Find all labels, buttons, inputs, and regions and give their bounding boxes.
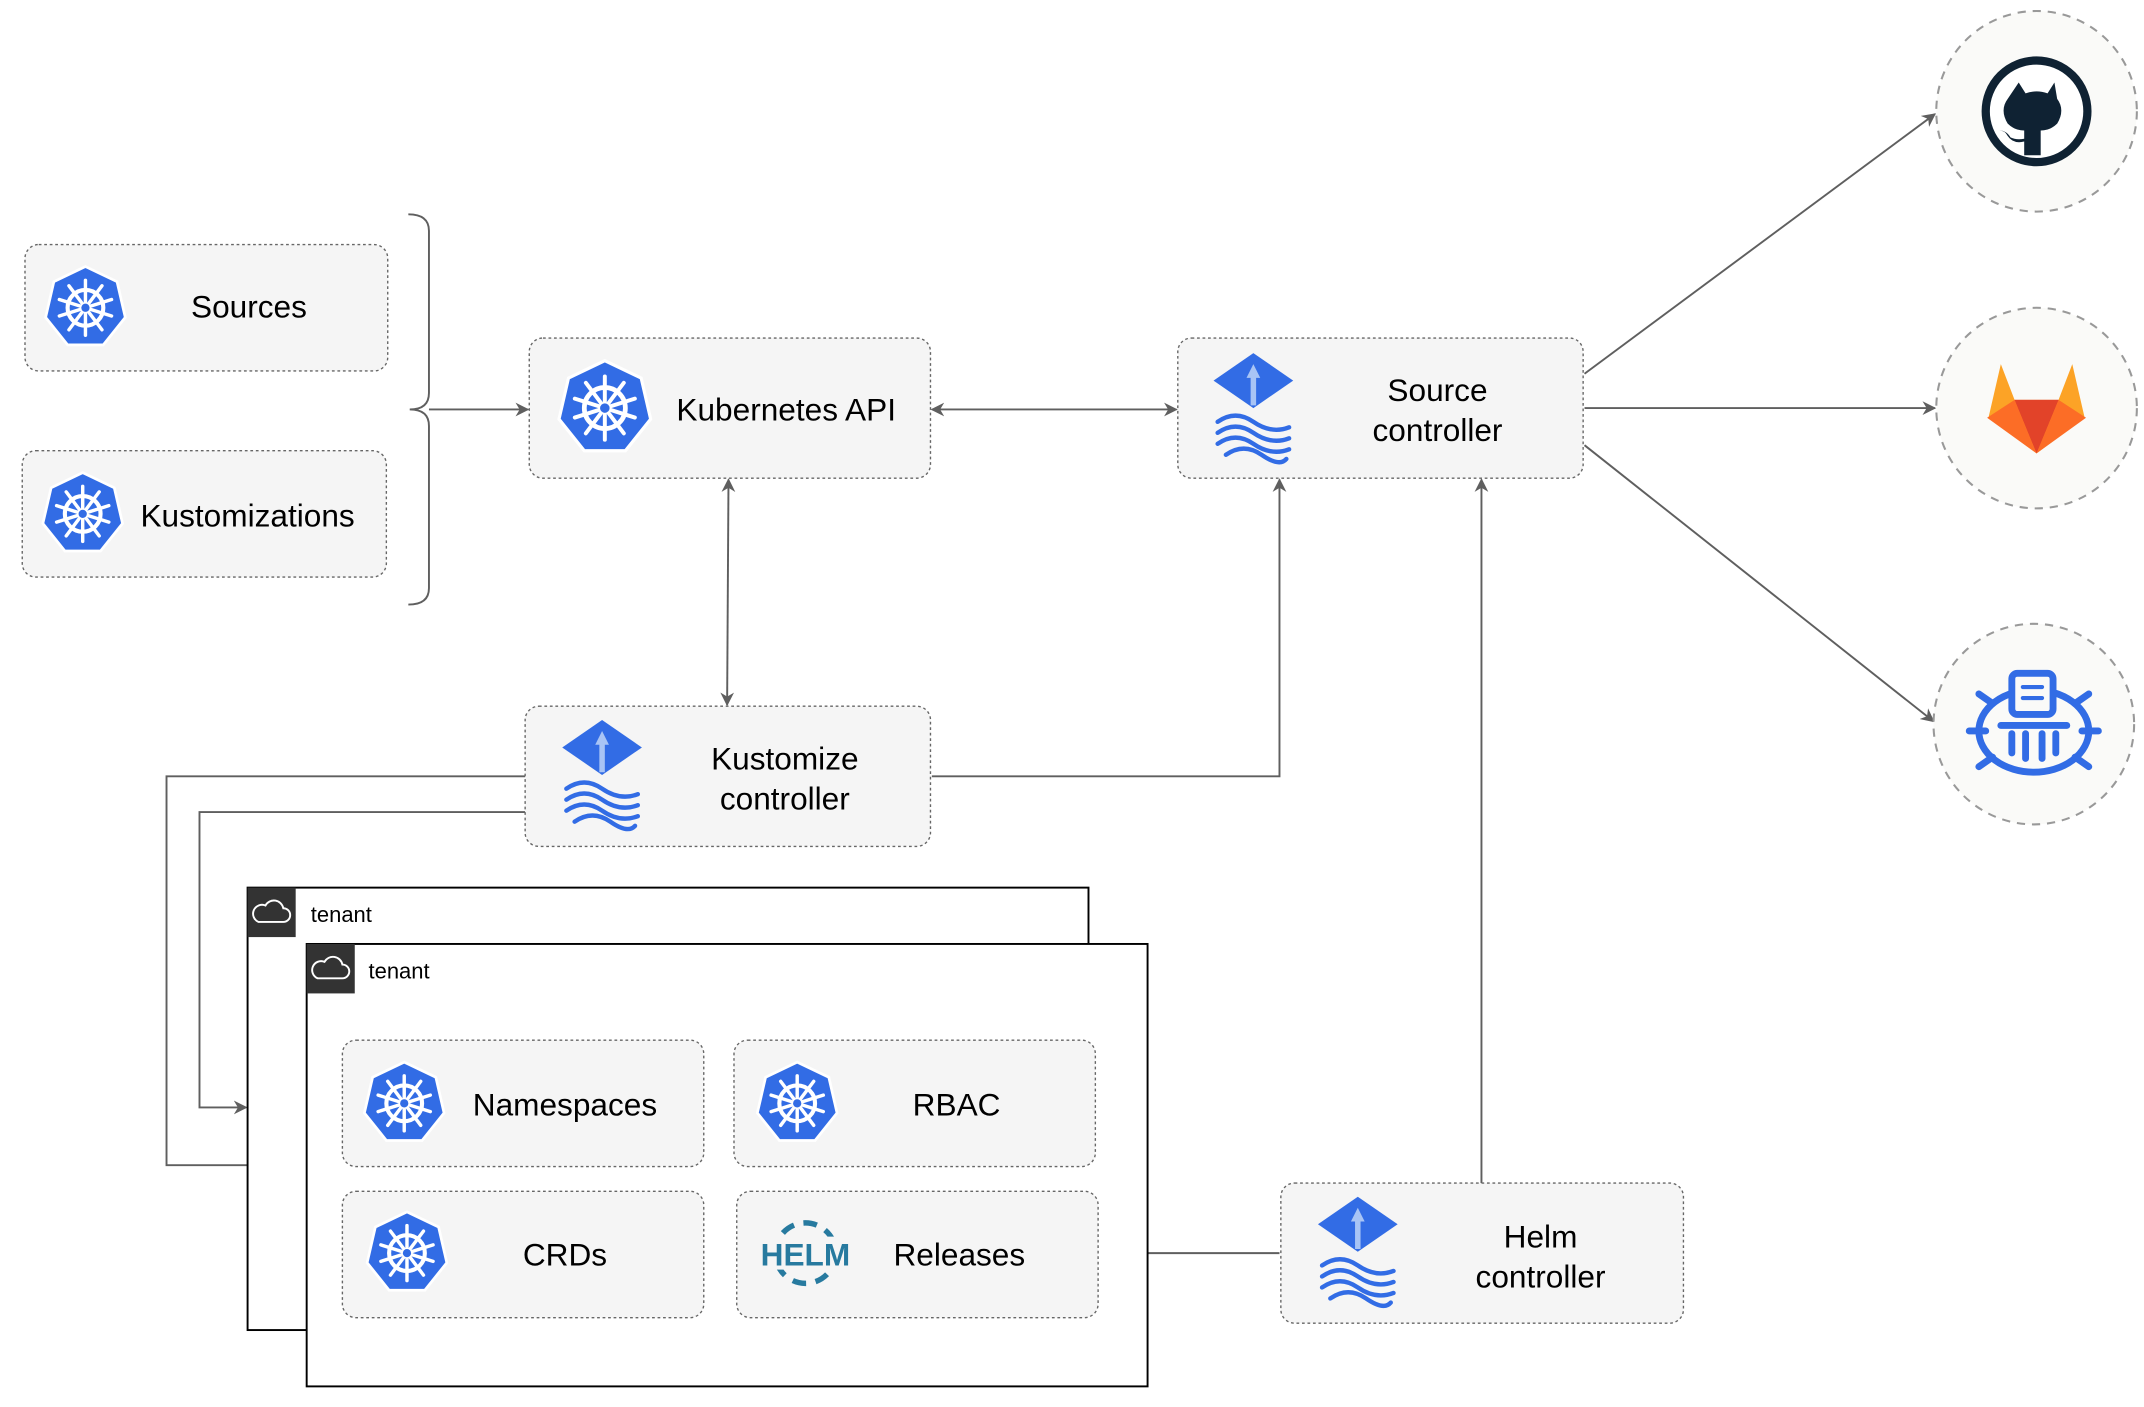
label: Sources [191, 288, 307, 324]
label-line1: Kustomize [711, 740, 858, 776]
bucket-icon [1965, 669, 2102, 776]
node-kustomizations[interactable]: Kustomizations [21, 449, 388, 578]
label-line2: controller [1476, 1258, 1606, 1294]
tenant-label: tenant [311, 902, 372, 927]
gitlab-repository[interactable] [1935, 306, 2138, 510]
edge-source-to-github [1583, 113, 1936, 375]
node-crds[interactable]: CRDs [341, 1190, 705, 1319]
label: CRDs [523, 1236, 607, 1272]
node-source-controller[interactable]: Source controller [1177, 337, 1584, 479]
node-kustomize-controller[interactable]: Kustomize controller [524, 705, 932, 848]
node-kubernetes-api[interactable]: Kubernetes API [528, 337, 932, 479]
node-rbac[interactable]: RBAC [733, 1039, 1097, 1168]
bucket-storage[interactable] [1932, 622, 2136, 826]
label-line2: controller [1373, 412, 1503, 448]
label: Namespaces [473, 1087, 657, 1123]
label: Kustomizations [140, 497, 354, 533]
svg-text:HELM: HELM [761, 1236, 851, 1272]
node-sources[interactable]: Sources [24, 243, 389, 372]
helm-icon: HELM [761, 1220, 851, 1287]
node-namespaces[interactable]: Namespaces [341, 1039, 705, 1168]
edge-kustomize-to-source [931, 478, 1287, 778]
label-line1: Source [1387, 372, 1487, 408]
github-icon [1981, 56, 2092, 167]
bracket [408, 213, 430, 606]
label-line2: controller [720, 780, 850, 816]
label: Kubernetes API [676, 391, 896, 427]
tenant-group-front[interactable]: tenant Namespaces RBAC CRDs HELM Release… [305, 942, 1149, 1388]
label-line1: Helm [1504, 1219, 1578, 1255]
edge-kustomize-to-tenant-back [198, 811, 526, 1115]
node-releases[interactable]: HELM Releases [736, 1190, 1099, 1319]
connectors [165, 113, 1937, 1260]
label: RBAC [913, 1087, 1001, 1123]
gitlab-icon [1987, 364, 2087, 454]
tenant-label: tenant [369, 958, 430, 983]
github-repository[interactable] [1935, 9, 2138, 213]
node-helm-controller[interactable]: Helm controller [1280, 1182, 1685, 1324]
edge-source-to-bucket [1583, 444, 1935, 723]
edge-kustomize-to-tenant-front [165, 775, 526, 1173]
label: Releases [893, 1236, 1025, 1272]
edge-api-kustomize [720, 478, 736, 707]
